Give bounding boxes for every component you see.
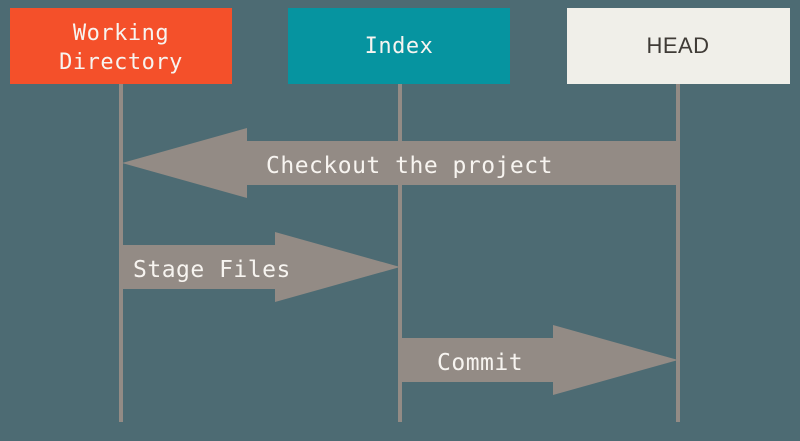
flow-label-checkout: Checkout the project [266, 153, 553, 179]
node-label-index: Index [365, 34, 434, 59]
flow-arrow-commit [400, 325, 678, 395]
flow-arrow-stage-files [120, 232, 400, 302]
node-label-working-directory-line1: Working [73, 21, 169, 46]
node-box-working-directory[interactable] [10, 8, 232, 84]
lifeline-head [676, 84, 680, 422]
flow-arrow-checkout [122, 128, 678, 198]
node-box-index[interactable] [288, 8, 510, 84]
node-label-head: HEAD [646, 33, 709, 58]
node-label-working-directory-line2: Directory [59, 50, 183, 75]
lifeline-index [398, 84, 402, 422]
flow-label-stage-files: Stage Files [133, 257, 291, 283]
flow-label-commit: Commit [437, 350, 523, 376]
node-box-head[interactable] [567, 8, 790, 84]
